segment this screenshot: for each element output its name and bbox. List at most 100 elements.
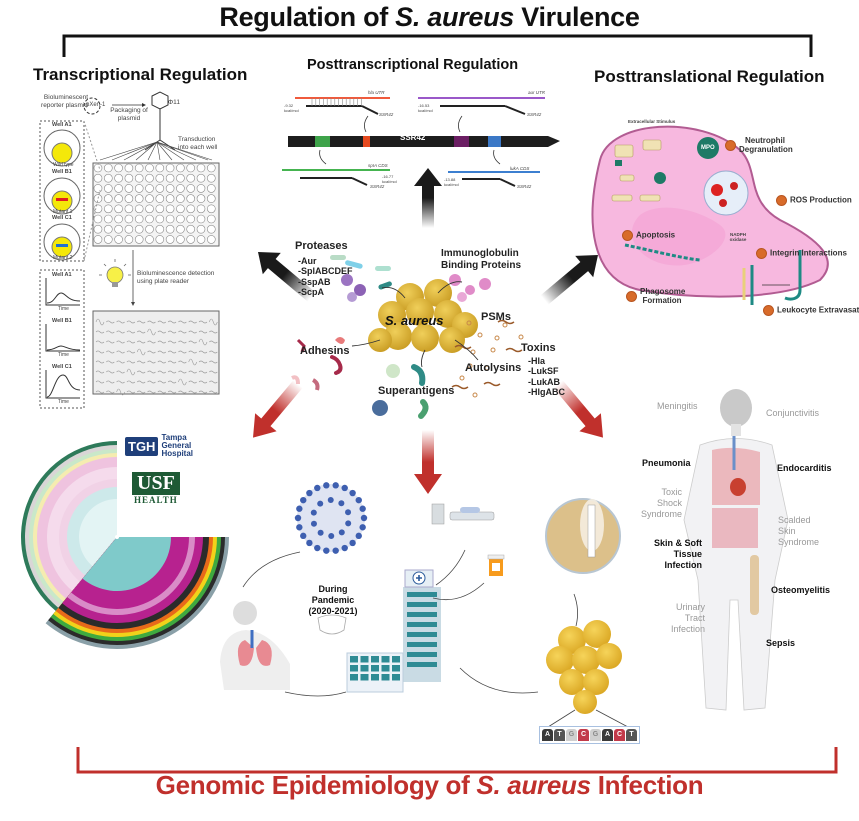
spike-protein bbox=[323, 482, 330, 489]
spike-protein bbox=[338, 529, 345, 536]
window bbox=[407, 642, 437, 647]
reader-curve bbox=[188, 390, 197, 394]
window bbox=[371, 665, 379, 672]
hla-energy: -9.32 kcal/mol bbox=[284, 103, 299, 113]
well-b1-desc: Mutant 1 bbox=[53, 209, 73, 215]
reader-curve bbox=[116, 360, 125, 364]
spike-protein bbox=[360, 514, 368, 522]
well bbox=[93, 173, 103, 183]
reader-curve bbox=[188, 340, 197, 344]
well bbox=[124, 173, 134, 183]
toxin-item: -LukAB bbox=[528, 376, 560, 387]
spike-protein bbox=[327, 497, 334, 504]
well bbox=[114, 224, 123, 234]
reader-curve bbox=[198, 380, 208, 384]
aur-ssr42: SSR42 bbox=[527, 112, 542, 117]
nadph-label: NADPH oxidase bbox=[729, 232, 747, 243]
reader-curve bbox=[188, 358, 197, 366]
protease-item: -ScpA bbox=[298, 287, 325, 298]
posttranslational-panel bbox=[591, 125, 829, 305]
uti-label: Urinary Tract Infection bbox=[670, 602, 705, 634]
tgh-mark: TGH bbox=[125, 436, 159, 456]
arrow-up-center bbox=[414, 168, 442, 228]
reader-curve bbox=[198, 370, 208, 374]
mpo-label: MPO bbox=[701, 145, 715, 151]
autolysins-label: Autolysins bbox=[465, 362, 522, 374]
posttranscriptional-title: Posttranscriptional Regulation bbox=[307, 57, 519, 73]
nucleotide-g: G bbox=[590, 729, 601, 741]
well bbox=[124, 235, 134, 244]
wells-detail-box bbox=[39, 120, 85, 262]
arrow-up-right bbox=[540, 255, 598, 305]
well bbox=[104, 224, 113, 234]
well bbox=[196, 204, 206, 214]
toxin-item: -HlgABC bbox=[528, 387, 565, 398]
spike-protein bbox=[300, 532, 307, 540]
reader-curve bbox=[126, 320, 136, 324]
reader-curve bbox=[95, 380, 105, 384]
well bbox=[196, 163, 206, 173]
reader-curve bbox=[136, 340, 146, 344]
well bbox=[104, 214, 113, 224]
reader-curve bbox=[178, 330, 187, 334]
well bbox=[124, 204, 134, 214]
footer-prefix: Genomic Epidemiology of bbox=[155, 770, 477, 800]
duplex-hla bbox=[295, 97, 390, 115]
well bbox=[155, 204, 165, 214]
toxin-item: -Hla bbox=[528, 356, 546, 366]
well bbox=[186, 194, 195, 203]
detection-label: Bioluminescence detection using plate re… bbox=[137, 270, 215, 285]
psms-label: PSMs bbox=[481, 311, 511, 323]
well bbox=[176, 194, 185, 203]
arrow-up-left bbox=[258, 252, 316, 302]
agar-plate-e-test-icon bbox=[545, 498, 621, 574]
reader-curve bbox=[157, 330, 167, 334]
proteases-title: Proteases bbox=[295, 240, 348, 252]
superantigen-icons bbox=[372, 364, 429, 419]
reader-curve bbox=[147, 390, 156, 394]
reader-curve bbox=[136, 320, 146, 324]
tree-ring bbox=[79, 499, 117, 567]
spike-protein bbox=[349, 539, 356, 547]
reader-curve bbox=[198, 390, 208, 394]
well bbox=[207, 184, 216, 193]
window bbox=[407, 622, 437, 627]
window bbox=[360, 665, 369, 672]
osteomyelitis-label: Osteomyelitis bbox=[771, 585, 831, 595]
reader-curve bbox=[116, 320, 125, 324]
reader-curve bbox=[126, 340, 136, 344]
window bbox=[407, 602, 437, 607]
axis-time-a1: Time bbox=[58, 306, 69, 312]
well bbox=[134, 214, 144, 224]
reader-curve bbox=[188, 380, 197, 384]
step-a-label: Leukocyte Extravasation bbox=[777, 305, 859, 315]
nucleotide-a: A bbox=[542, 729, 553, 741]
well bbox=[207, 194, 216, 203]
reader-curve bbox=[116, 340, 125, 344]
well bbox=[176, 235, 185, 244]
reader-curve bbox=[136, 360, 146, 364]
luka-energy: -13.88 kcal/mol bbox=[444, 177, 459, 187]
spike-protein bbox=[355, 496, 362, 504]
step-b: Integrin Interactions bbox=[756, 248, 847, 259]
well bbox=[93, 204, 103, 214]
phage-icon bbox=[144, 91, 176, 151]
reader-curve bbox=[178, 390, 187, 394]
aur-energy: -16.53 kcal/mol bbox=[418, 103, 433, 113]
transcriptional-panel bbox=[39, 91, 220, 409]
step-e-label: Apoptosis bbox=[636, 230, 676, 240]
well bbox=[93, 184, 103, 193]
window bbox=[392, 665, 400, 672]
reader-curve bbox=[209, 390, 218, 394]
reader-curve bbox=[147, 360, 156, 364]
reader-curve bbox=[116, 380, 125, 384]
step-b-label: Integrin Interactions bbox=[770, 248, 847, 258]
human-body-diagram bbox=[683, 389, 789, 711]
spike-protein bbox=[359, 524, 366, 531]
reader-curve bbox=[126, 380, 136, 384]
tree-ring bbox=[82, 537, 171, 591]
reader-curve bbox=[116, 370, 125, 374]
well bbox=[165, 173, 175, 183]
reader-curve bbox=[209, 340, 218, 344]
well bbox=[145, 163, 154, 173]
